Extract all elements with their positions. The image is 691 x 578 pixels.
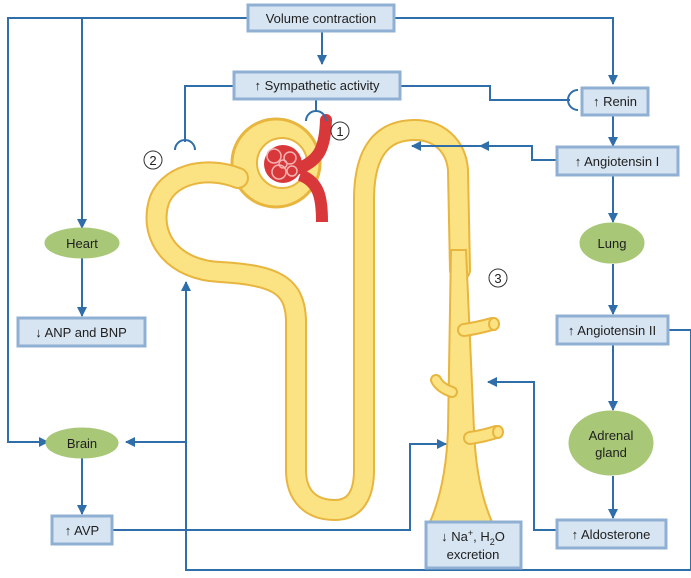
svg-text:↑ Angiotensin II: ↑ Angiotensin II: [568, 323, 656, 338]
sympathetic-activity-box: ↑ Sympathetic activity: [234, 72, 400, 99]
svg-text:3: 3: [494, 271, 501, 286]
marker-2: 2: [144, 151, 162, 169]
svg-text:↑ AVP: ↑ AVP: [65, 523, 99, 538]
svg-text:gland: gland: [595, 445, 627, 460]
svg-text:1: 1: [336, 124, 343, 139]
svg-text:↑ Sympathetic activity: ↑ Sympathetic activity: [255, 78, 380, 93]
svg-text:2: 2: [149, 153, 156, 168]
svg-text:↑ Aldosterone: ↑ Aldosterone: [572, 527, 651, 542]
svg-text:Adrenal: Adrenal: [589, 428, 634, 443]
svg-text:Volume contraction: Volume contraction: [266, 11, 377, 26]
angiotensin-2-box: ↑ Angiotensin II: [557, 316, 668, 344]
svg-text:Lung: Lung: [598, 236, 627, 251]
volume-contraction-box: Volume contraction: [248, 5, 394, 31]
marker-1: 1: [331, 122, 349, 140]
svg-text:↑ Angiotensin I: ↑ Angiotensin I: [575, 154, 660, 169]
avp-box: ↑ AVP: [52, 516, 112, 544]
marker-3: 3: [489, 269, 507, 287]
svg-text:Heart: Heart: [66, 236, 98, 251]
svg-text:↑ Renin: ↑ Renin: [593, 94, 637, 109]
nephron: [157, 119, 503, 522]
renin-box: ↑ Renin: [582, 88, 648, 115]
heart-oval: Heart: [45, 228, 119, 258]
svg-text:Brain: Brain: [67, 436, 97, 451]
aldosterone-box: ↑ Aldosterone: [557, 520, 666, 548]
svg-text:excretion: excretion: [447, 547, 500, 562]
lung-oval: Lung: [580, 223, 644, 263]
svg-text:↓ ANP and BNP: ↓ ANP and BNP: [35, 325, 127, 340]
angiotensin-1-box: ↑ Angiotensin I: [557, 147, 678, 175]
adrenal-gland-oval: Adrenal gland: [569, 411, 653, 475]
anp-bnp-box: ↓ ANP and BNP: [18, 318, 145, 346]
glomerulus: [264, 145, 302, 183]
excretion-box: ↓ Na+, H2O excretion: [426, 522, 521, 568]
brain-oval: Brain: [46, 428, 118, 458]
